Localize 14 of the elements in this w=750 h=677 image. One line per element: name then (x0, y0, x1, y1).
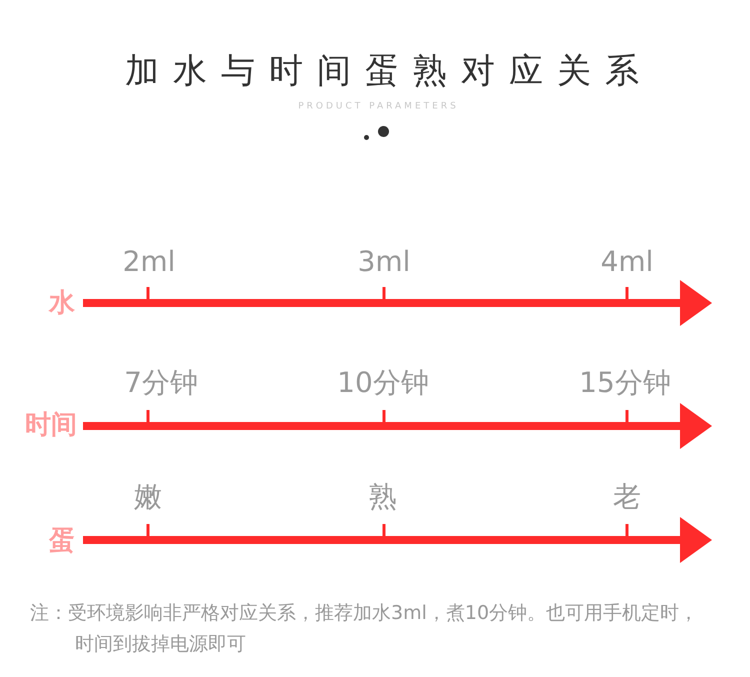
tick-label: 2ml (122, 248, 176, 276)
tick-label: 3ml (358, 248, 410, 276)
tick-label: 老 (613, 483, 641, 511)
title: 加水与时间蛋熟对应关系 (124, 54, 653, 88)
footnote: 注：受环境影响非严格对应关系，推荐加水3ml，煮10分钟。也可用手机定时，时间到拔掉电源即可 (30, 601, 700, 657)
row-label: 时间 (25, 412, 77, 438)
row-label: 蛋 (49, 528, 75, 554)
row-label: 水 (49, 290, 75, 316)
tick-label: 10分钟 (337, 369, 429, 397)
tick-label: 7分钟 (124, 369, 198, 397)
tick-label: 嫩 (134, 483, 162, 511)
tick-label: 熟 (369, 483, 397, 511)
tick-label: 15分钟 (579, 369, 671, 397)
tick-label: 4ml (600, 248, 654, 276)
